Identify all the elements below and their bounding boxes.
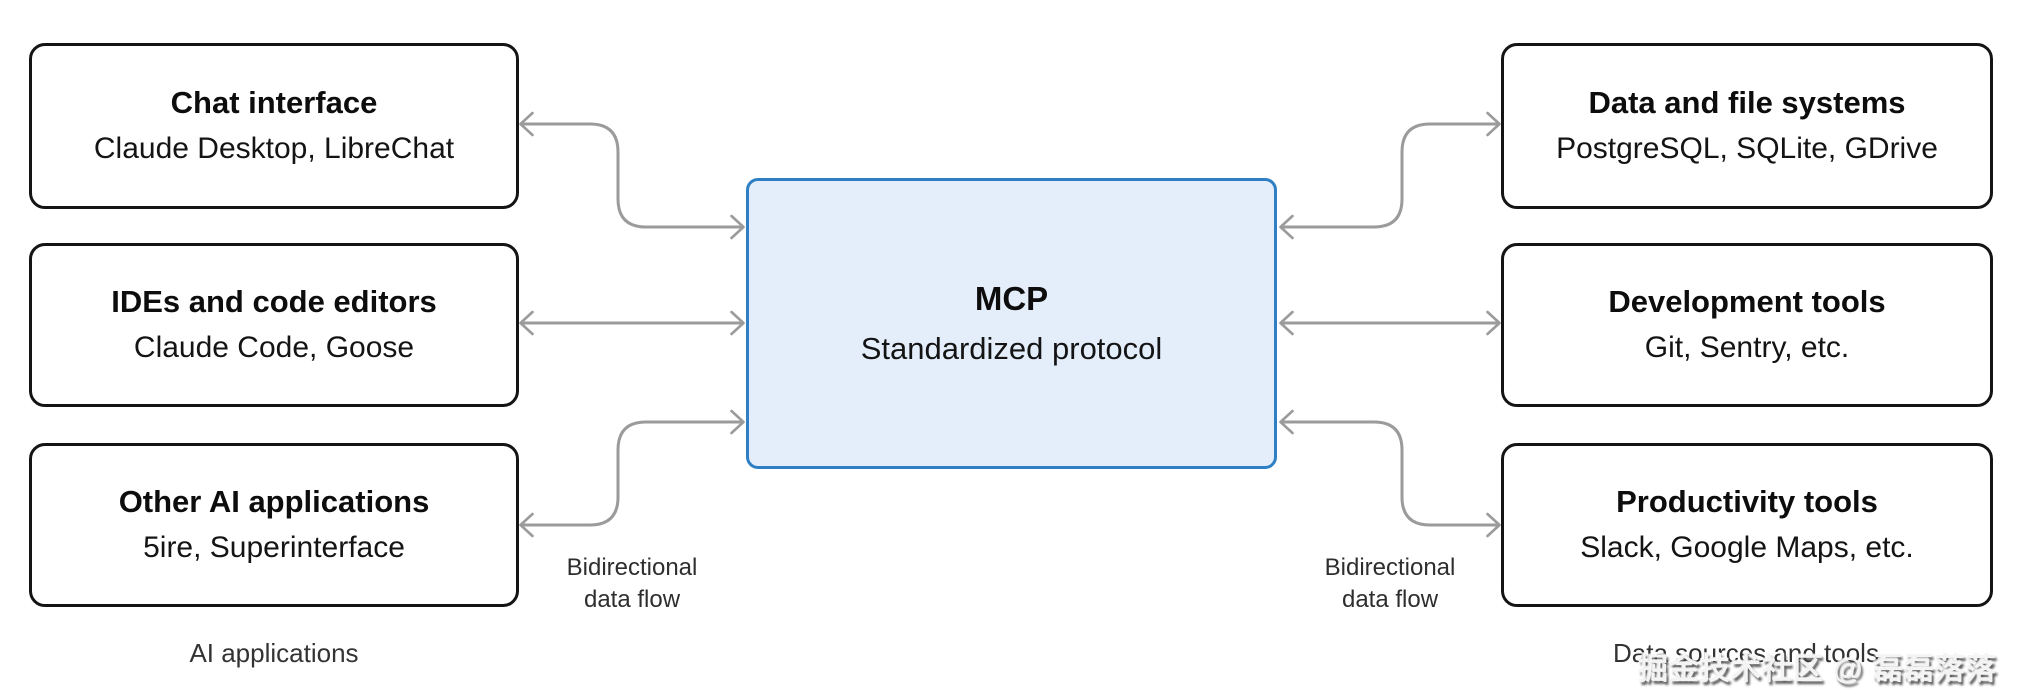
box-subtitle: 5ire, Superinterface xyxy=(143,531,405,565)
arrow-otherai-mcp xyxy=(519,409,745,538)
arrow-chat-mcp xyxy=(519,111,745,240)
box-title: Other AI applications xyxy=(118,484,430,520)
flow-label-line1: Bidirectional xyxy=(566,554,698,581)
flow-label-line1: Bidirectional xyxy=(1324,554,1456,581)
box-title: Productivity tools xyxy=(1616,484,1878,520)
box-development-tools: Development tools Git, Sentry, etc. xyxy=(1501,243,1993,407)
box-mcp: MCP Standardized protocol xyxy=(746,178,1277,469)
group-label-ai-applications: AI applications xyxy=(189,638,359,668)
box-subtitle: Claude Desktop, LibreChat xyxy=(93,132,455,166)
box-subtitle: PostgreSQL, SQLite, GDrive xyxy=(1556,132,1938,166)
box-chat-interface: Chat interface Claude Desktop, LibreChat xyxy=(29,43,519,209)
box-title: Chat interface xyxy=(170,85,378,121)
box-subtitle: Slack, Google Maps, etc. xyxy=(1580,531,1914,565)
group-label-data-sources-tools: Data sources and tools xyxy=(1613,638,1879,668)
flow-label-line2: data flow xyxy=(583,586,681,613)
box-productivity-tools: Productivity tools Slack, Google Maps, e… xyxy=(1501,443,1993,607)
box-subtitle: Git, Sentry, etc. xyxy=(1644,331,1850,365)
box-title: IDEs and code editors xyxy=(111,284,437,320)
mcp-subtitle: Standardized protocol xyxy=(860,331,1163,367)
arrow-datafiles-mcp xyxy=(1279,111,1501,240)
watermark-text: 掘金技术社区 @ 磊磊落落 xyxy=(1638,653,1997,686)
box-title: Development tools xyxy=(1608,284,1886,320)
bidirectional-flow-label-right: Bidirectional data flow xyxy=(1265,552,1515,616)
box-other-ai-applications: Other AI applications 5ire, Superinterfa… xyxy=(29,443,519,607)
box-data-file-systems: Data and file systems PostgreSQL, SQLite… xyxy=(1501,43,1993,209)
box-title: Data and file systems xyxy=(1588,85,1906,121)
bidirectional-flow-label-left: Bidirectional data flow xyxy=(507,552,757,616)
box-subtitle: Claude Code, Goose xyxy=(133,331,415,365)
arrow-prodtools-mcp xyxy=(1279,409,1501,538)
mcp-title: MCP xyxy=(974,280,1049,318)
flow-label-line2: data flow xyxy=(1341,586,1439,613)
box-ides-code-editors: IDEs and code editors Claude Code, Goose xyxy=(29,243,519,407)
